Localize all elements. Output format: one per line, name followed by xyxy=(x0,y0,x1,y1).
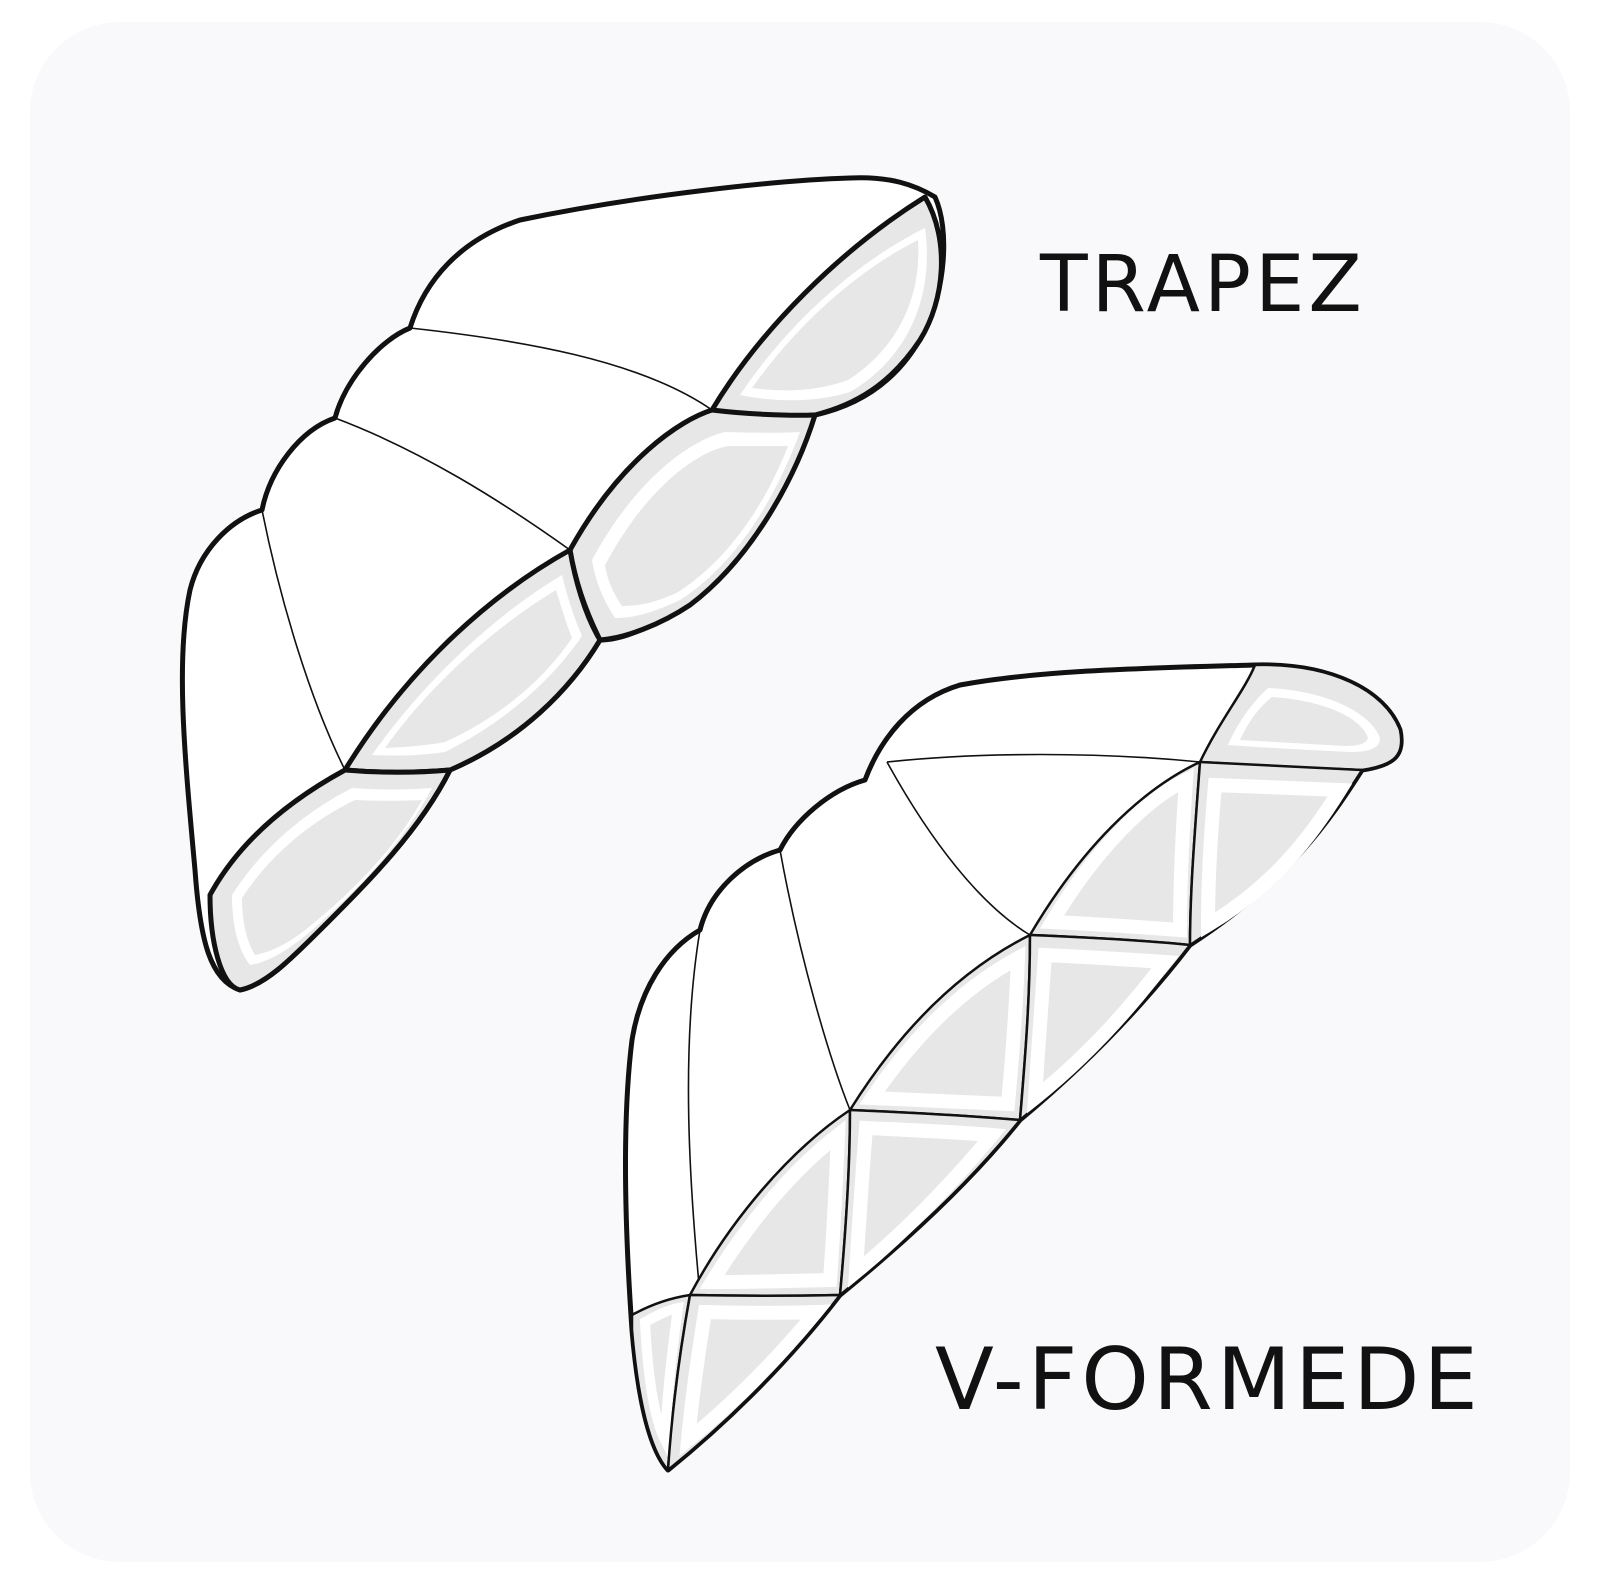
trapez-label: TRAPEZ xyxy=(1040,240,1366,330)
v-formede-shape xyxy=(623,662,1404,1473)
trapez-shape xyxy=(179,175,947,993)
v-formede-label: V-FORMEDE xyxy=(935,1330,1482,1430)
